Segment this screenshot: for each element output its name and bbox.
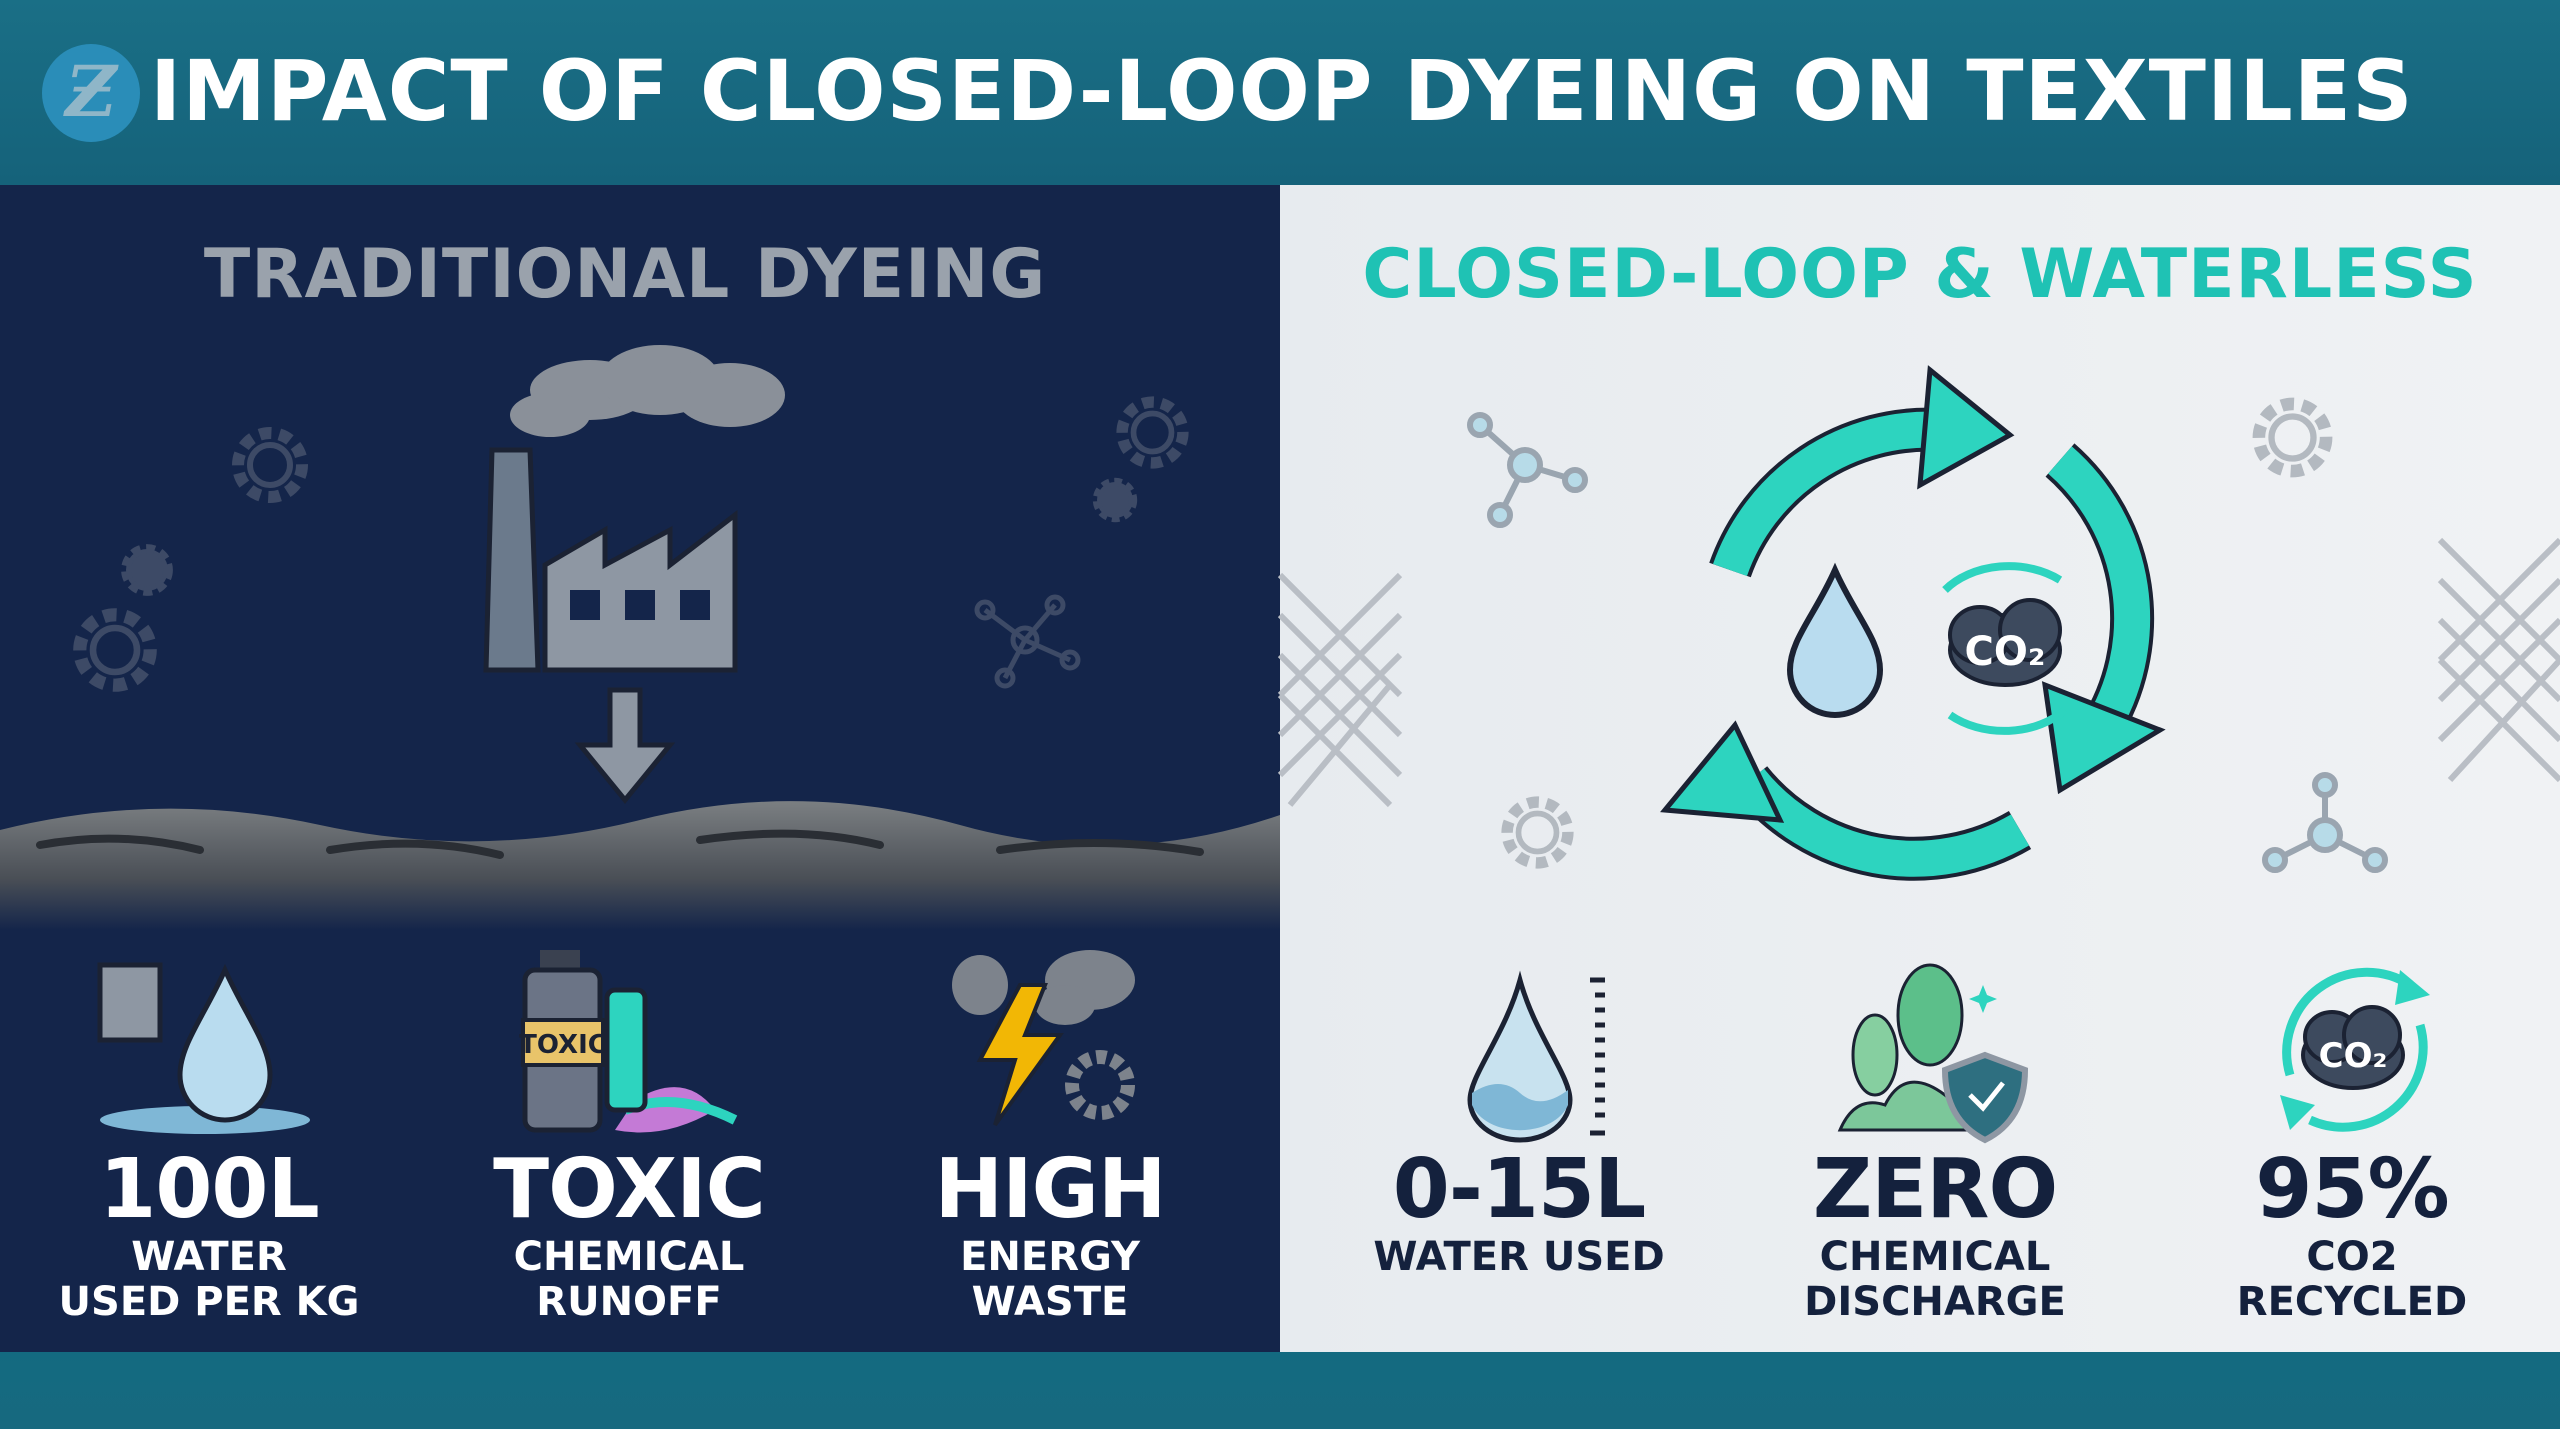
stat-value: 95% [2255, 1142, 2449, 1237]
water-gauge-icon [1467, 970, 1605, 1143]
trees-shield-icon [1837, 963, 2029, 1144]
closed-loop-panel [1280, 185, 2560, 1352]
polluted-water-band [0, 801, 1280, 930]
gear-icon [1116, 396, 1189, 469]
fabric-weave-icon [1277, 572, 1403, 808]
molecule-icon [974, 594, 1081, 689]
gear-icon [2252, 397, 2333, 478]
factory-icon [483, 345, 785, 673]
gear-icon [1501, 796, 1574, 869]
recycle-cycle-icon: CO₂ [1660, 365, 2166, 881]
molecule-icon [1467, 412, 1588, 528]
stat-label: RECYCLED [2236, 1279, 2468, 1325]
co2-label: CO₂ [1965, 629, 2046, 675]
stat-co2-recycled: 95% CO2 RECYCLED [2132, 1145, 2560, 1325]
stat-label: ENERGY [960, 1234, 1140, 1280]
closed-loop-heading: CLOSED-LOOP & WATERLESS [1362, 235, 2478, 314]
stat-value: 100L [99, 1142, 319, 1237]
stat-chemical-discharge: ZERO CHEMICAL DISCHARGE [1715, 1145, 2155, 1325]
traditional-heading: TRADITIONAL DYEING [203, 235, 1047, 314]
stat-label: RUNOFF [536, 1279, 722, 1325]
logo: Ƶ [42, 44, 140, 142]
stat-value: ZERO [1812, 1142, 2058, 1237]
gear-icon [1092, 477, 1138, 523]
stat-label: WASTE [971, 1279, 1129, 1325]
stat-energy: HIGH ENERGY WASTE [830, 1145, 1270, 1325]
stat-label: CHEMICAL [513, 1234, 745, 1280]
stat-water-used: 0-15L WATER USED [1299, 1145, 1739, 1280]
arrow-down-icon [574, 687, 676, 804]
lightning-smoke-icon [952, 950, 1135, 1127]
page-title: IMPACT OF CLOSED-LOOP DYEING ON TEXTILES [150, 42, 2414, 140]
fabric-weave-icon [2437, 537, 2560, 783]
stat-value: 0-15L [1392, 1142, 1646, 1237]
stat-label: WATER USED [1373, 1234, 1665, 1280]
stat-value: TOXIC [493, 1142, 766, 1237]
gear-icon [232, 427, 308, 503]
gear-icon [73, 608, 157, 692]
co2-label: CO₂ [2319, 1036, 2388, 1076]
co2-recycle-icon: CO₂ [2280, 967, 2430, 1132]
stat-chemical: TOXIC CHEMICAL RUNOFF [409, 1145, 849, 1325]
gear-icon [121, 544, 173, 596]
stat-label: DISCHARGE [1804, 1279, 2066, 1325]
stat-water: 100L WATER USED PER KG [0, 1145, 429, 1325]
water-drop-pour-icon [97, 962, 310, 1134]
toxic-bottle-icon: TOXIC [519, 950, 738, 1133]
header: Ƶ IMPACT OF CLOSED-LOOP DYEING ON TEXTIL… [0, 0, 2560, 185]
stat-label: USED PER KG [58, 1279, 360, 1325]
stat-value: HIGH [934, 1142, 1166, 1237]
stat-label: CHEMICAL [1819, 1234, 2051, 1280]
toxic-label: TOXIC [519, 1030, 607, 1060]
stat-label: CO2 [2306, 1234, 2398, 1280]
footer-bar [0, 1352, 2560, 1429]
stat-label: WATER [131, 1234, 287, 1280]
molecule-icon [2262, 772, 2388, 873]
